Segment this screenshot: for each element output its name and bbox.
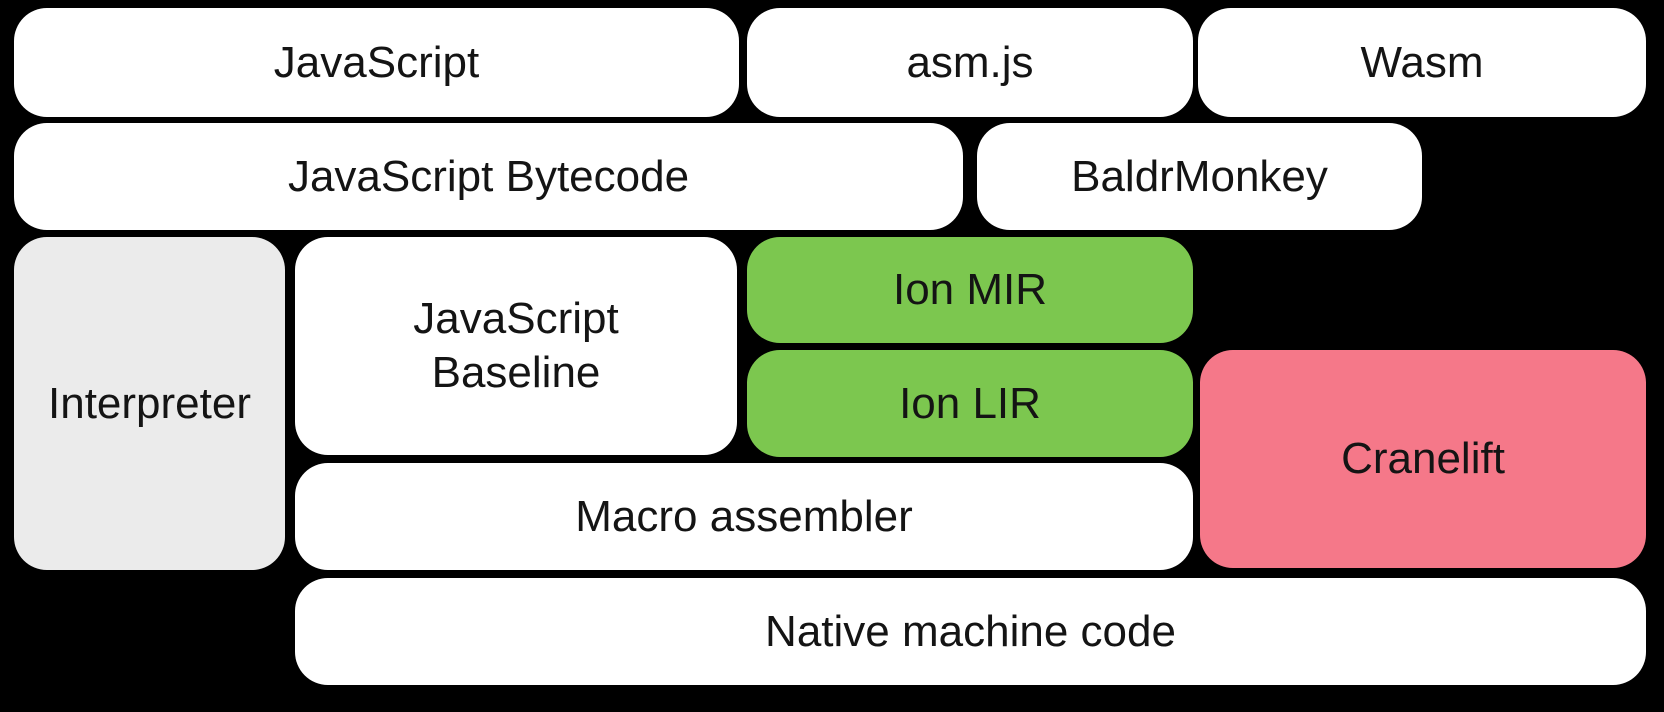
box-asmjs: asm.js <box>747 8 1193 117</box>
box-wasm: Wasm <box>1198 8 1646 117</box>
box-macro-assembler: Macro assembler <box>295 463 1193 570</box>
box-baldrmonkey: BaldrMonkey <box>977 123 1422 230</box>
box-asmjs-label: asm.js <box>906 37 1034 87</box>
box-javascript-bytecode: JavaScript Bytecode <box>14 123 963 230</box>
box-ion-mir-label: Ion MIR <box>892 265 1048 315</box>
box-javascript-bytecode-label: JavaScript Bytecode <box>287 151 690 201</box>
box-interpreter-label: Interpreter <box>48 378 251 428</box>
box-wasm-label: Wasm <box>1360 37 1484 87</box>
box-javascript: JavaScript <box>14 8 739 117</box>
box-cranelift-label: Cranelift <box>1341 434 1505 484</box>
box-javascript-label: JavaScript <box>273 37 480 87</box>
box-javascript-baseline-label: JavaScript Baseline <box>413 294 619 397</box>
box-baldrmonkey-label: BaldrMonkey <box>1071 151 1328 201</box>
box-interpreter: Interpreter <box>14 237 285 570</box>
box-ion-mir: Ion MIR <box>747 237 1193 343</box>
box-native-machine-code-label: Native machine code <box>765 606 1176 656</box>
box-macro-assembler-label: Macro assembler <box>575 491 913 541</box>
box-ion-lir-label: Ion LIR <box>899 378 1041 428</box>
box-native-machine-code: Native machine code <box>295 578 1646 685</box>
box-ion-lir: Ion LIR <box>747 350 1193 457</box>
box-cranelift: Cranelift <box>1200 350 1646 568</box>
box-javascript-baseline: JavaScript Baseline <box>295 237 737 455</box>
